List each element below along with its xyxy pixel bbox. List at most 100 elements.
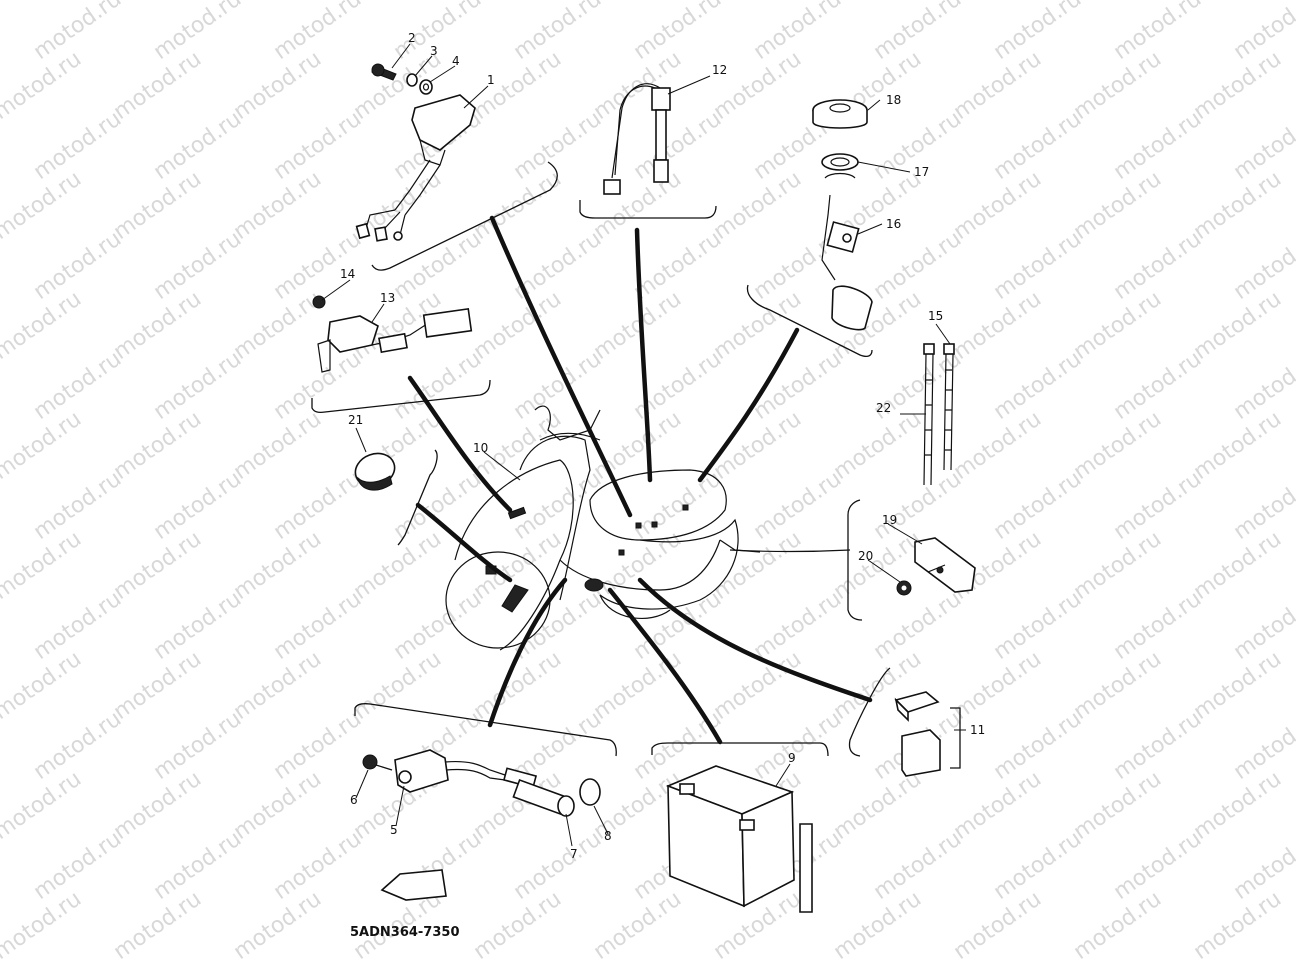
watermark-text: motod.ru — [509, 827, 606, 905]
watermark-text: motod.ru — [989, 587, 1086, 665]
watermark-text: motod.ru — [629, 587, 726, 665]
watermark-text: motod.ru — [29, 227, 126, 305]
watermark-text: motod.ru — [1109, 347, 1206, 425]
watermark-text: motod.ru — [389, 227, 486, 305]
watermark-text: motod.ru — [149, 827, 246, 905]
leader-lines — [321, 43, 966, 847]
watermark-text: motod.ru — [149, 587, 246, 665]
callout-3: 3 — [430, 44, 438, 58]
watermark-text: motod.ru — [509, 467, 606, 545]
watermark-text: motod.ru — [989, 227, 1086, 305]
watermark-text: motod.ru — [1109, 707, 1206, 785]
part-2-screw — [371, 63, 397, 81]
callout-12: 12 — [712, 63, 727, 77]
watermark-text: motod.ru — [989, 347, 1086, 425]
part-20-nut — [896, 580, 912, 596]
watermark-text: motod.ru — [269, 827, 366, 905]
watermark-text: motod.ru — [989, 107, 1086, 185]
watermark-text: motod.ru — [29, 467, 126, 545]
callout-8: 8 — [604, 829, 612, 843]
callout-14: 14 — [340, 267, 355, 281]
watermark-text: motod.ru — [1109, 827, 1206, 905]
callout-5: 5 — [390, 823, 398, 837]
watermark-text: motod.ru — [869, 587, 966, 665]
callout-15: 15 — [928, 309, 943, 323]
part-5-coil — [394, 749, 538, 793]
watermark-text: motod.ru — [1109, 587, 1206, 665]
callout-17: 17 — [914, 165, 929, 179]
watermark-text: motod.ru — [1109, 227, 1206, 305]
watermark-text: motod.ru — [149, 107, 246, 185]
watermark-text: motod.ru — [509, 587, 606, 665]
part-8-boot — [579, 778, 601, 806]
watermark-text: motod.ru — [269, 707, 366, 785]
watermark-text: motod.ru — [0, 0, 86, 5]
callout-21: 21 — [348, 413, 363, 427]
watermark-text: motod.ru — [149, 347, 246, 425]
callout-2: 2 — [408, 31, 416, 45]
callout-11: 11 — [970, 723, 985, 737]
part-19-plate — [914, 537, 976, 593]
part-9-battery — [665, 765, 813, 913]
part-12-sensor — [603, 83, 671, 195]
callout-4: 4 — [452, 54, 460, 68]
watermark-text: motod.ru — [29, 587, 126, 665]
part-6-bolt — [362, 754, 393, 771]
callout-6: 6 — [350, 793, 358, 807]
watermark-text: motod.ru — [389, 347, 486, 425]
part-7-plug-cap — [512, 778, 575, 817]
watermark-text: motod.ru — [149, 227, 246, 305]
wire-harness — [407, 215, 873, 745]
callout-22: 22 — [876, 401, 891, 415]
watermark-text: motod.ru — [869, 227, 966, 305]
watermark-text: motod.ru — [749, 587, 846, 665]
callout-9: 9 — [788, 751, 796, 765]
watermark-text: motod.ru — [29, 107, 126, 185]
group-brackets — [311, 161, 961, 769]
part-11-relay — [894, 691, 941, 777]
watermark-text: motod.ru — [149, 707, 246, 785]
watermark-text: motod.ru — [749, 467, 846, 545]
watermark-text: motod.ru — [989, 707, 1086, 785]
watermark-text: motod.ru — [629, 227, 726, 305]
part-14-bolt — [312, 295, 326, 309]
watermark-text: motod.ru — [989, 467, 1086, 545]
part-15-cable-tie — [943, 343, 955, 471]
watermark-text: motod.ru — [869, 827, 966, 905]
callout-18: 18 — [886, 93, 901, 107]
watermark-text: motod.ru — [269, 107, 366, 185]
callout-20: 20 — [858, 549, 873, 563]
watermark-text: motod.ru — [629, 467, 726, 545]
callout-16: 16 — [886, 217, 901, 231]
front-arrow-icon — [380, 869, 447, 901]
part-17-seal — [821, 153, 859, 179]
watermark-text: motod.ru — [389, 587, 486, 665]
watermark-text: motod.ru — [869, 467, 966, 545]
callout-10: 10 — [473, 441, 488, 455]
callout-19: 19 — [882, 513, 897, 527]
watermark-text: motod.ru — [29, 827, 126, 905]
callout-7: 7 — [570, 847, 578, 861]
watermark-text: motod.ru — [269, 587, 366, 665]
watermark-text: motod.ru — [29, 347, 126, 425]
watermark-text: motod.ru — [629, 107, 726, 185]
callout-1: 1 — [487, 73, 495, 87]
watermark-text: motod.ru — [269, 467, 366, 545]
watermark-text: motod.ru — [749, 707, 846, 785]
part-3-washer — [406, 73, 418, 87]
watermark-text: motod.ru — [149, 467, 246, 545]
part-13-switch — [317, 308, 473, 373]
diagram-code: 5ADN364-7350 — [350, 925, 460, 940]
part-1-unit — [355, 94, 476, 242]
callout-13: 13 — [380, 291, 395, 305]
watermark-text: motod.ru — [1109, 467, 1206, 545]
watermark-text: motod.ru — [1109, 107, 1206, 185]
watermark-text: motod.ru — [29, 707, 126, 785]
part-21-cap — [354, 452, 396, 491]
part-18-grommet — [812, 99, 868, 129]
watermark-text: motod.ru — [989, 827, 1086, 905]
part-16-sender — [821, 194, 873, 331]
scooter-outline — [445, 405, 761, 651]
watermark-text: motod.ru — [269, 227, 366, 305]
